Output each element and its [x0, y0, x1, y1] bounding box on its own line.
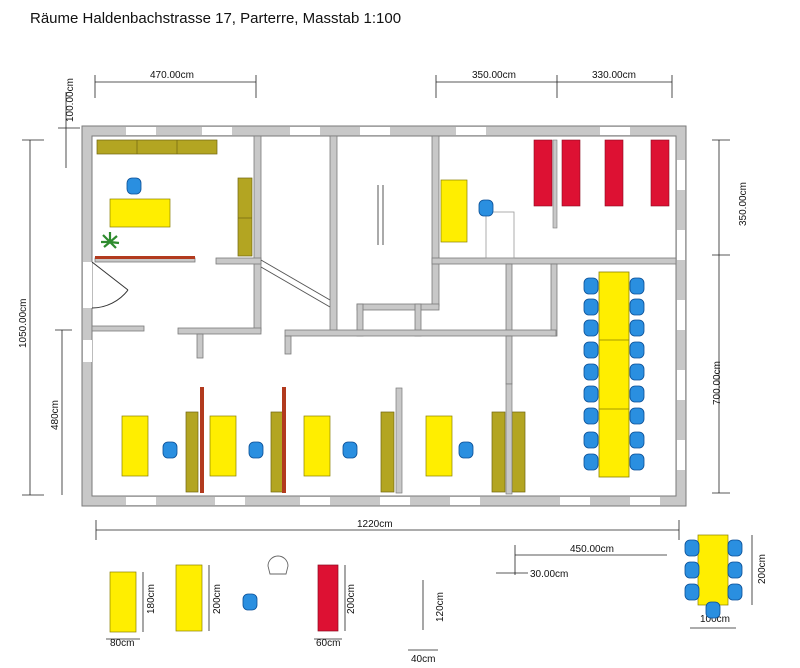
- office-chair-icon: [629, 385, 645, 403]
- office-chair-icon: [629, 277, 645, 295]
- dim-top-right: 330.00cm: [592, 70, 636, 81]
- office-chair-icon: [126, 177, 142, 195]
- dim-top-left: 470.00cm: [150, 70, 194, 81]
- office-chair-icon: [684, 539, 700, 557]
- legend-dim-80: 80cm: [110, 638, 134, 649]
- legend-dim-200b: 200cm: [346, 584, 357, 614]
- furniture-top-left: [96, 139, 253, 257]
- office-chair-icon: [342, 441, 358, 459]
- office-chair-icon: [629, 407, 645, 425]
- office-chair-icon: [727, 561, 743, 579]
- conference-table: [598, 271, 630, 478]
- staircase: [260, 185, 384, 308]
- legend-dim-180: 180cm: [146, 584, 157, 614]
- dimension-labels: 470.00cm 350.00cm 330.00cm 100.00cm 1050…: [18, 70, 768, 665]
- dimension-lines: [22, 75, 730, 540]
- red-shelves: [533, 139, 670, 229]
- legend-dim-60: 60cm: [316, 638, 340, 649]
- dim-left-lower: 480cm: [50, 400, 61, 430]
- dim-top-mid: 350.00cm: [472, 70, 516, 81]
- office-chair-icon: [629, 453, 645, 471]
- dim-left-total: 1050.00cm: [18, 299, 29, 348]
- office-chair-icon: [242, 593, 258, 611]
- dim-right-lower: 700.00cm: [712, 361, 723, 405]
- legend-dim-100: 100cm: [700, 614, 730, 625]
- office-chair-icon: [583, 341, 599, 359]
- office-chair-icon: [583, 431, 599, 449]
- office-chair-icon: [629, 431, 645, 449]
- office-chair-icon: [705, 601, 721, 619]
- office-chair-icon: [727, 539, 743, 557]
- office-chair-icon: [162, 441, 178, 459]
- furniture-top-middle: [440, 179, 515, 259]
- plan-title: Räume Haldenbachstrasse 17, Parterre, Ma…: [30, 10, 402, 27]
- legend-dim-200a: 200cm: [212, 584, 223, 614]
- office-chair-icon: [583, 453, 599, 471]
- office-chair-icon: [583, 363, 599, 381]
- office-chair-icon: [583, 298, 599, 316]
- door-swing-icon: [91, 261, 129, 309]
- office-chair-icon: [684, 583, 700, 601]
- legend-dim-200c: 200cm: [757, 554, 768, 584]
- dim-bottom-total: 1220cm: [357, 519, 393, 530]
- office-chair-icon: [583, 385, 599, 403]
- legend-dim-450: 450.00cm: [570, 544, 614, 555]
- legend-dim-40: 40cm: [411, 654, 435, 665]
- office-chair-icon: [629, 341, 645, 359]
- office-chair-icon: [458, 441, 474, 459]
- office-chair-icon: [629, 363, 645, 381]
- dim-right-upper: 350.00cm: [738, 182, 749, 226]
- office-chair-icon: [684, 561, 700, 579]
- office-chair-icon: [478, 199, 494, 217]
- plant-icon: [101, 232, 120, 249]
- dim-left-small: 100.00cm: [65, 78, 76, 122]
- office-chair-icon: [583, 277, 599, 295]
- legend-dim-120: 120cm: [435, 592, 446, 622]
- office-chair-icon: [583, 407, 599, 425]
- interior-walls: [91, 135, 677, 385]
- office-chair-icon: [727, 583, 743, 601]
- office-chair-icon: [248, 441, 264, 459]
- legend-dim-30: 30.00cm: [530, 569, 568, 580]
- chairs: [126, 177, 743, 619]
- furniture-lower: [121, 383, 526, 495]
- office-chair-icon: [629, 319, 645, 337]
- office-chair-icon: [629, 298, 645, 316]
- legend-dimension-lines: [106, 535, 753, 651]
- legend-furniture: [109, 534, 729, 633]
- office-chair-icon: [583, 319, 599, 337]
- partition-top-left: [95, 256, 195, 259]
